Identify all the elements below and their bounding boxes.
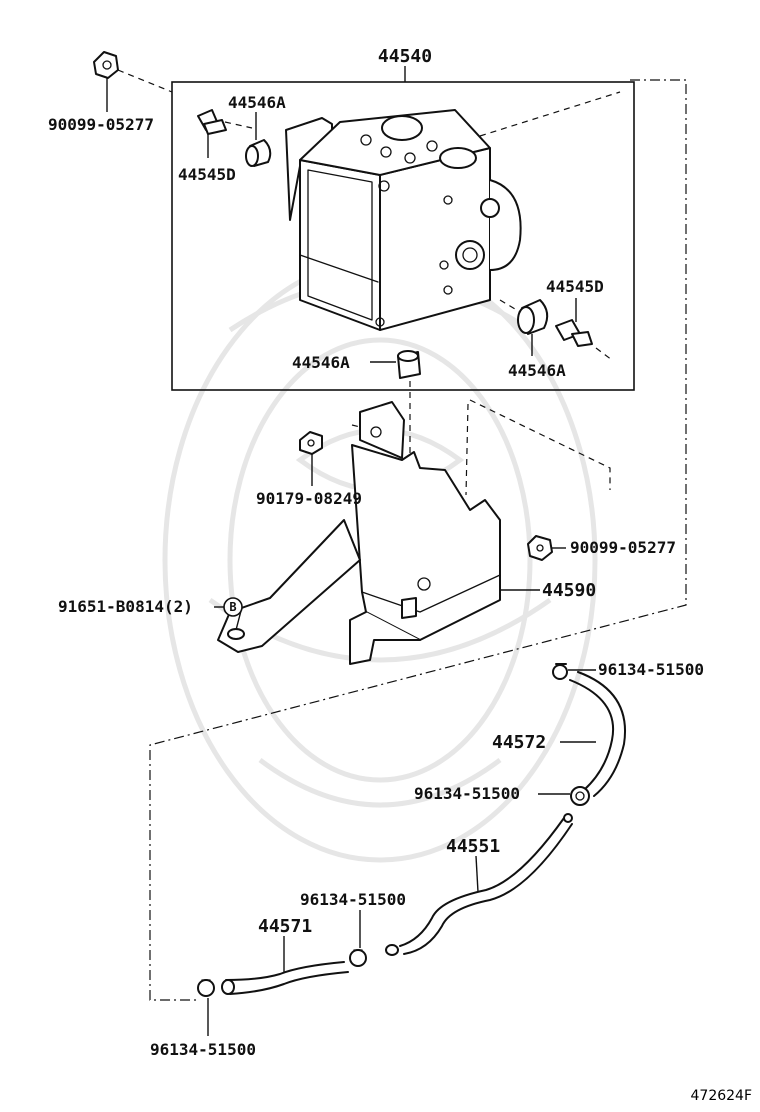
label-collar-bolt-right[interactable]: 44545D (546, 277, 604, 296)
label-clamp-3[interactable]: 96134-51500 (300, 890, 406, 909)
illustration-code: 472624F (691, 1088, 753, 1104)
label-abs-actuator-assy[interactable]: 44540 (378, 46, 432, 67)
label-bracket-bolt[interactable]: 91651-B0814(2) (58, 597, 193, 616)
label-hose-lower[interactable]: 44571 (258, 916, 312, 937)
label-clamp-1[interactable]: 96134-51500 (598, 660, 704, 679)
clamp-4[interactable] (197, 979, 215, 997)
bracket[interactable] (217, 401, 501, 665)
label-clamp-4[interactable]: 96134-51500 (150, 1040, 256, 1059)
cushion-top[interactable] (245, 139, 272, 167)
bolt-marker: B (223, 597, 243, 617)
label-bracket-nut[interactable]: 90179-08249 (256, 489, 362, 508)
label-bracket-nut-right[interactable]: 90099-05277 (570, 538, 676, 557)
label-cushion-bottom[interactable]: 44546A (292, 353, 350, 372)
clamp-2[interactable] (570, 786, 590, 806)
collar-bolt-right[interactable] (555, 319, 593, 347)
actuator-frame (171, 81, 635, 391)
leader-lines (106, 78, 596, 1036)
clamp-3[interactable] (349, 949, 367, 967)
cushion-bottom[interactable] (397, 350, 421, 379)
bracket-nut[interactable] (299, 431, 323, 455)
clamp-1[interactable] (552, 663, 568, 680)
label-collar-bolt-top[interactable]: 44545D (178, 165, 236, 184)
hose-lower[interactable] (221, 961, 349, 995)
label-nut-top[interactable]: 90099-05277 (48, 115, 154, 134)
label-cushion-right[interactable]: 44546A (508, 361, 566, 380)
label-cushion-top[interactable]: 44546A (228, 93, 286, 112)
label-clamp-2[interactable]: 96134-51500 (414, 784, 520, 803)
label-pipe[interactable]: 44551 (446, 836, 500, 857)
nut-top-left[interactable] (93, 51, 119, 79)
pipe[interactable] (385, 813, 573, 956)
collar-bolt-top[interactable] (197, 109, 227, 135)
part-labels: 44540 44546A 44545D 90099-05277 44545D 4… (48, 46, 752, 1104)
cushion-right[interactable] (517, 299, 549, 335)
hose-upper[interactable] (569, 671, 626, 797)
label-hose-upper[interactable]: 44572 (492, 732, 546, 753)
bracket-nut-right[interactable] (527, 535, 553, 561)
abs-actuator-assembly[interactable] (285, 109, 522, 331)
bolt-marker-label: B (229, 600, 236, 614)
label-bracket[interactable]: 44590 (542, 580, 596, 601)
